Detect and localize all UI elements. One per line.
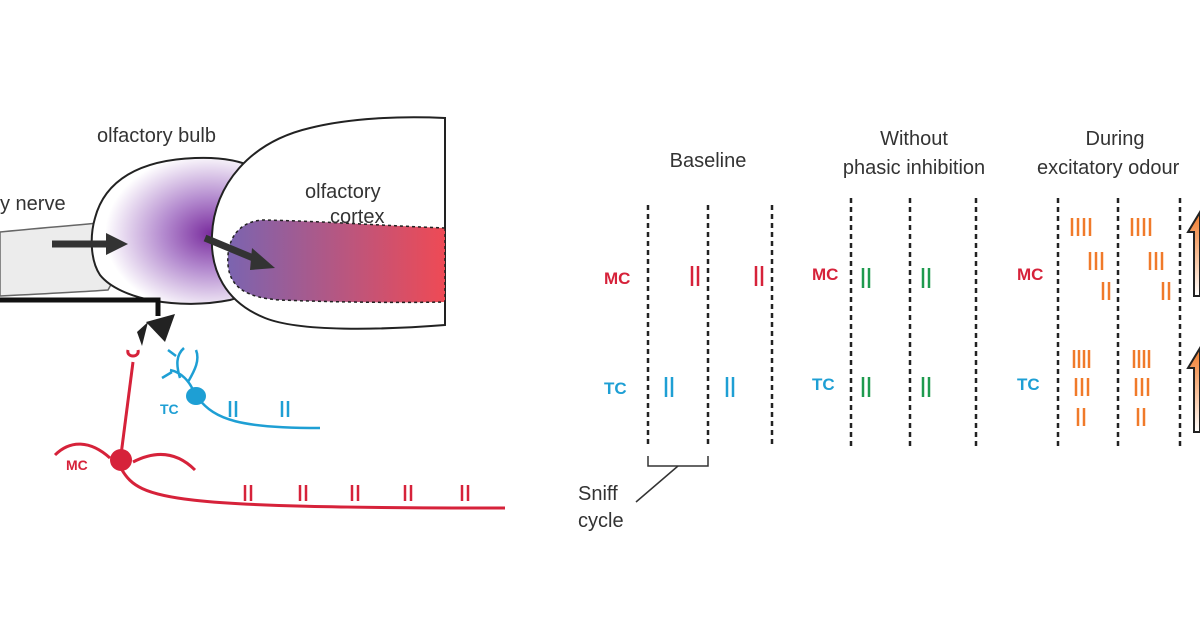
mc-axon-spikes	[243, 485, 470, 501]
bulb-to-cortex-arrow	[203, 234, 275, 270]
timing-panels: Baseline Without phasic inhibition Durin…	[578, 128, 1200, 532]
bulb-label: olfactory bulb	[97, 125, 216, 147]
mc-increase-arrow	[1186, 210, 1200, 297]
baseline-tc-spikes	[664, 377, 735, 397]
nerve-to-bulb-arrow	[52, 233, 128, 255]
row-label-mc-1: MC	[604, 269, 630, 288]
tc-axon-spikes	[228, 401, 290, 417]
odour-tc-spikes	[1072, 350, 1151, 426]
sniff-cycle-bracket	[635, 456, 709, 503]
piriform-region	[227, 219, 446, 304]
panel-title-without-line2: phasic inhibition	[843, 157, 985, 179]
mc-neuron	[53, 349, 506, 510]
mc-soma	[110, 449, 132, 471]
panel-title-baseline: Baseline	[670, 150, 747, 172]
panel-title-odour-line1: During	[1086, 128, 1145, 150]
sniff-boundaries	[646, 198, 1182, 450]
panel-title-without-line1: Without	[880, 128, 948, 150]
row-label-tc-2: TC	[812, 375, 835, 394]
row-label-tc-1: TC	[604, 379, 627, 398]
cortex-label-line2: cortex	[330, 206, 384, 228]
row-label-mc-2: MC	[812, 265, 838, 284]
mc-neuron-label: MC	[66, 457, 88, 473]
cortex-label-line1: olfactory	[305, 181, 381, 203]
down-arrow	[146, 314, 175, 342]
odour-mc-spikes	[1070, 218, 1171, 300]
anatomy-panel: TC MC y nerve olfactory bulb olfactory c…	[0, 116, 506, 510]
sniff-label-line1: Sniff	[578, 483, 618, 505]
bulb-outline-line	[0, 297, 161, 316]
tc-increase-arrow	[1186, 346, 1200, 433]
nerve-label: y nerve	[0, 193, 66, 215]
tc-neuron	[161, 347, 321, 430]
row-label-tc-3: TC	[1017, 375, 1040, 394]
row-label-mc-3: MC	[1017, 265, 1043, 284]
panel-title-odour-line2: excitatory odour	[1037, 157, 1180, 179]
down-arrow-small	[137, 322, 148, 346]
without-inhibition-spikes	[861, 268, 931, 397]
tc-soma	[186, 387, 206, 405]
sniff-label-line2: cycle	[578, 510, 624, 532]
tc-neuron-label: TC	[160, 401, 179, 417]
baseline-mc-spikes	[690, 266, 764, 286]
